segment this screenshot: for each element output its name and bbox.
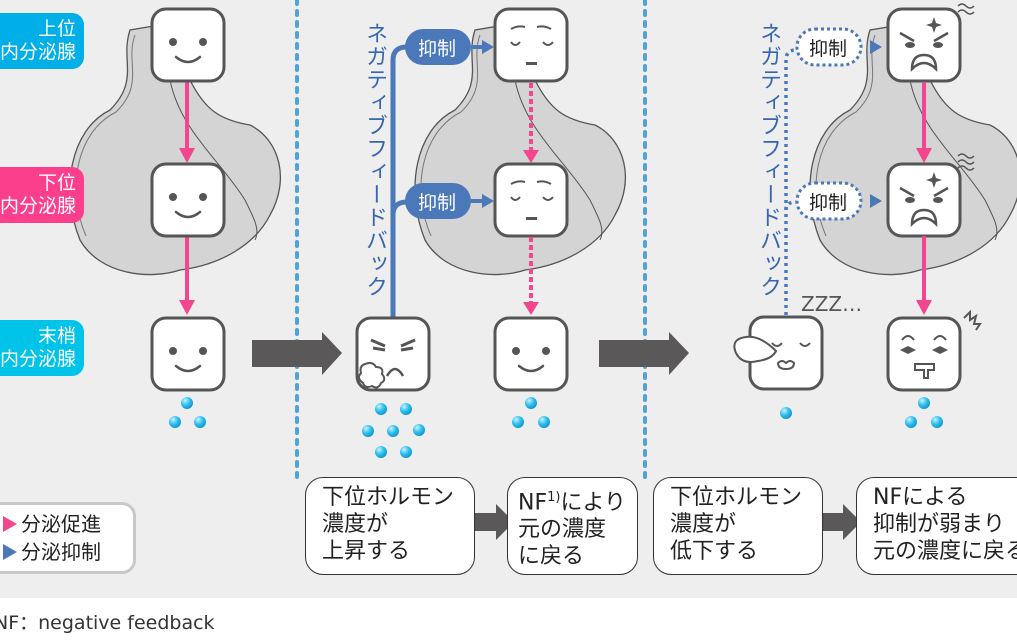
summary-line: 濃度が [670, 512, 737, 537]
hormone-dots-many [362, 403, 425, 458]
label-line: 内分泌腺 [0, 348, 76, 370]
shock-lines-icon [963, 309, 982, 331]
clipped-footnote-line [0, 634, 1017, 642]
weak-stimulate-arrow [523, 237, 539, 315]
angry-face-icon [886, 162, 962, 238]
stress-lines-icon [957, 3, 975, 15]
inhibit-arrow [471, 194, 494, 208]
stimulate-arrow [179, 82, 195, 163]
legend-label: 分泌促進 [21, 512, 101, 536]
angry-puff-face-icon [355, 316, 431, 392]
big-arrow-2 [599, 332, 689, 375]
hormone-dot-single [780, 407, 792, 419]
summary-line: 元の濃度 [518, 517, 607, 543]
summary-line: 下位ホルモン [322, 485, 455, 510]
summary-line: に戻る [518, 544, 585, 570]
summary-box-1: 下位ホルモン 濃度が 上昇する [305, 477, 475, 575]
blue-arrow-icon [3, 544, 17, 560]
pink-arrow-icon [3, 516, 17, 532]
stimulate-arrow [916, 82, 932, 163]
lower-gland-label: 下位 内分泌腺 [0, 167, 84, 223]
hormone-dots [169, 397, 206, 428]
smile-face-icon [493, 316, 569, 392]
feedback-label: ネガティブフィードバック [362, 22, 387, 298]
summary-line: 元の濃度に戻る [873, 539, 1017, 564]
summary-line: 濃度が [322, 512, 389, 537]
summary-text: により [560, 490, 627, 516]
inhibit-pill [405, 183, 471, 219]
summary-arrow-1 [475, 504, 514, 540]
label-line: 末梢 [37, 325, 76, 347]
summary-line: 下位ホルモン [670, 485, 803, 510]
inhibit-arrowhead [870, 194, 882, 208]
sleepy-face-icon [493, 7, 569, 83]
summary-box-4: NFによる 抑制が弱まり 元の濃度に戻る [856, 477, 1017, 575]
stimulate-arrow [179, 236, 195, 315]
summary-line: NFによる [873, 485, 968, 510]
inhibit-label: 抑制 [418, 192, 457, 214]
legend: 分泌促進 分泌抑制 [0, 502, 136, 574]
feedback-diagram [69, 0, 1017, 540]
inhibit-label: 抑制 [418, 38, 457, 60]
summary-line: NF1)により [518, 484, 637, 516]
feedback-label: ネガティブフィードバック [756, 22, 781, 298]
footnote-ref: 1) [547, 490, 561, 505]
summary-box-3: 下位ホルモン 濃度が 低下する [653, 477, 823, 575]
weak-inhibit-pill [795, 181, 863, 221]
summary-line: 上昇する [322, 539, 411, 564]
sleep-text: ZZZ… [801, 292, 863, 316]
weak-inhibit-pill [795, 27, 863, 67]
label-line: 下位 [37, 172, 76, 194]
upper-gland-label: 上位 内分泌腺 [0, 13, 84, 69]
summary-line: 抑制が弱まり [873, 512, 1006, 537]
smile-face-icon [150, 316, 226, 392]
big-arrow-1 [252, 332, 342, 375]
legend-label: 分泌抑制 [21, 540, 101, 564]
inhibit-label: 抑制 [809, 38, 848, 60]
drooling-face-icon [886, 316, 962, 392]
inhibit-pill [405, 29, 471, 65]
smile-face-icon [150, 162, 226, 238]
label-line: 上位 [37, 18, 76, 40]
sleeping-face-icon [733, 315, 824, 391]
stress-lines-icon [957, 153, 975, 171]
label-line: 内分泌腺 [0, 195, 76, 217]
legend-inhibit: 分泌抑制 [3, 538, 133, 566]
label-line: 内分泌腺 [0, 41, 76, 63]
inhibit-arrowhead [870, 40, 882, 54]
weak-stimulate-arrow [523, 83, 539, 163]
smile-face-icon [150, 7, 226, 83]
nf-abbrev: NF [518, 490, 548, 516]
footnote-abbrev: NF：negative feedback [0, 612, 215, 634]
feedback-line [390, 44, 408, 318]
hormone-dots [512, 397, 550, 428]
summary-line: 低下する [670, 539, 759, 564]
legend-stimulate: 分泌促進 [3, 510, 133, 538]
hormone-dots [905, 397, 943, 428]
summary-arrow-2 [822, 504, 861, 540]
stimulate-arrow [916, 236, 932, 315]
angry-face-icon [886, 7, 962, 83]
weak-feedback-line [784, 48, 797, 315]
inhibit-arrow [471, 40, 494, 54]
inhibit-label: 抑制 [809, 192, 848, 214]
peripheral-gland-label: 末梢 内分泌腺 [0, 320, 84, 376]
diagram-panel: 上位 内分泌腺 下位 内分泌腺 末梢 内分泌腺 分泌促進 分泌抑制 ネガティブフ… [0, 0, 1017, 598]
sleepy-face-icon [493, 162, 569, 238]
summary-box-2: NF1)により 元の濃度 に戻る [507, 477, 638, 575]
